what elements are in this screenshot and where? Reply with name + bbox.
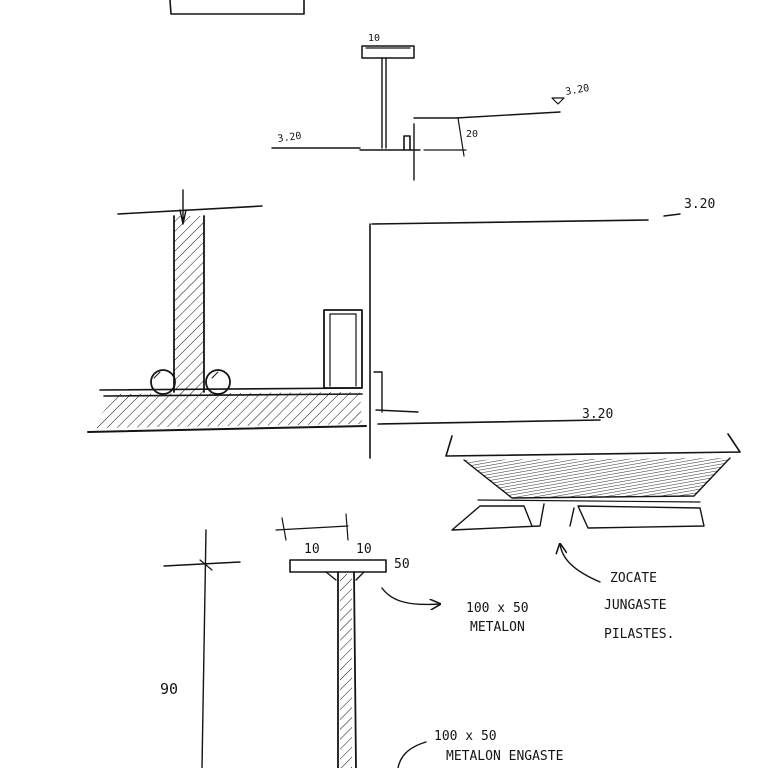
furniture-note-line-1: ZOCATE [610,571,657,586]
detail-2-dim-c: 50 [394,557,410,572]
detail-1-step-height: 20 [466,129,478,140]
furniture-top-edge [445,433,741,457]
detail-1-left-level: 3.20 [277,131,302,145]
section-panel [323,309,363,389]
detail-2-profile-1-size: 100 x 50 [466,601,529,616]
section-slab-hatch [90,392,362,428]
detail-2-height: 90 [160,680,178,698]
furniture-note-line-3: PILASTES. [604,627,674,642]
detail-2-post-hatch [340,574,352,768]
detail-2-dim-a: 10 [304,542,320,557]
detail-2-post-outline [337,571,357,768]
main-section: 3.20 3.20 [87,189,715,459]
detail-1-top-plate [361,45,415,59]
detail-1-post [381,57,387,149]
section-slab-bottom [87,425,367,433]
detail-2-profile-2-arrow [397,741,427,768]
section-column-hatch [174,216,204,394]
section-top-level-mark [663,213,681,217]
furniture-leg-left [451,503,545,531]
furniture-note-line-2: JUNGASTE [604,598,667,613]
detail-1-step [403,135,411,151]
section-floor-right [377,419,601,425]
detail-2-reference-line [163,561,241,567]
furniture-body-hatch [464,458,730,498]
detail-2: 10 10 50 90 100 x 50 METALON 100 x 50 ME… [160,513,563,768]
section-floor-level: 3.20 [582,407,613,422]
section-column-outline [173,215,205,393]
detail-2-top-cap [289,559,387,573]
furniture-note-arrow [560,544,601,583]
section-floor-step [373,371,419,413]
detail-1-dim-line [423,117,467,157]
detail-1-upper-floor [413,111,561,181]
detail-1-right-level: 3.20 [565,83,591,98]
detail-2-dim-b: 10 [356,542,372,557]
section-ceiling-right [371,219,649,225]
section-stone-2 [205,369,231,395]
top-box-fragment [169,0,305,15]
detail-2-dim-line [275,513,349,541]
detail-1-level-mark [551,97,565,105]
detail-1-floor-line [271,147,421,151]
detail-2-profile-2-material: METALON ENGASTE [446,749,563,764]
section-slab-top [99,387,363,397]
detail-2-height-line [201,529,207,768]
section-ceiling-left [117,205,263,215]
furniture-leg-right [569,505,705,529]
detail-2-profile-1-arrow [381,587,440,604]
section-top-level: 3.20 [684,197,715,212]
section-column-arrow [179,189,187,225]
detail-1-top-width: 10 [368,33,380,44]
section-stone-1 [150,369,176,395]
detail-2-profile-1-material: METALON [470,620,525,635]
furniture-sketch: ZOCATE JUNGASTE PILASTES. [445,433,741,642]
furniture-body-outline [463,457,731,499]
detail-2-profile-2-size: 100 x 50 [434,729,497,744]
detail-1: 10 3.20 3.20 20 [271,33,591,181]
